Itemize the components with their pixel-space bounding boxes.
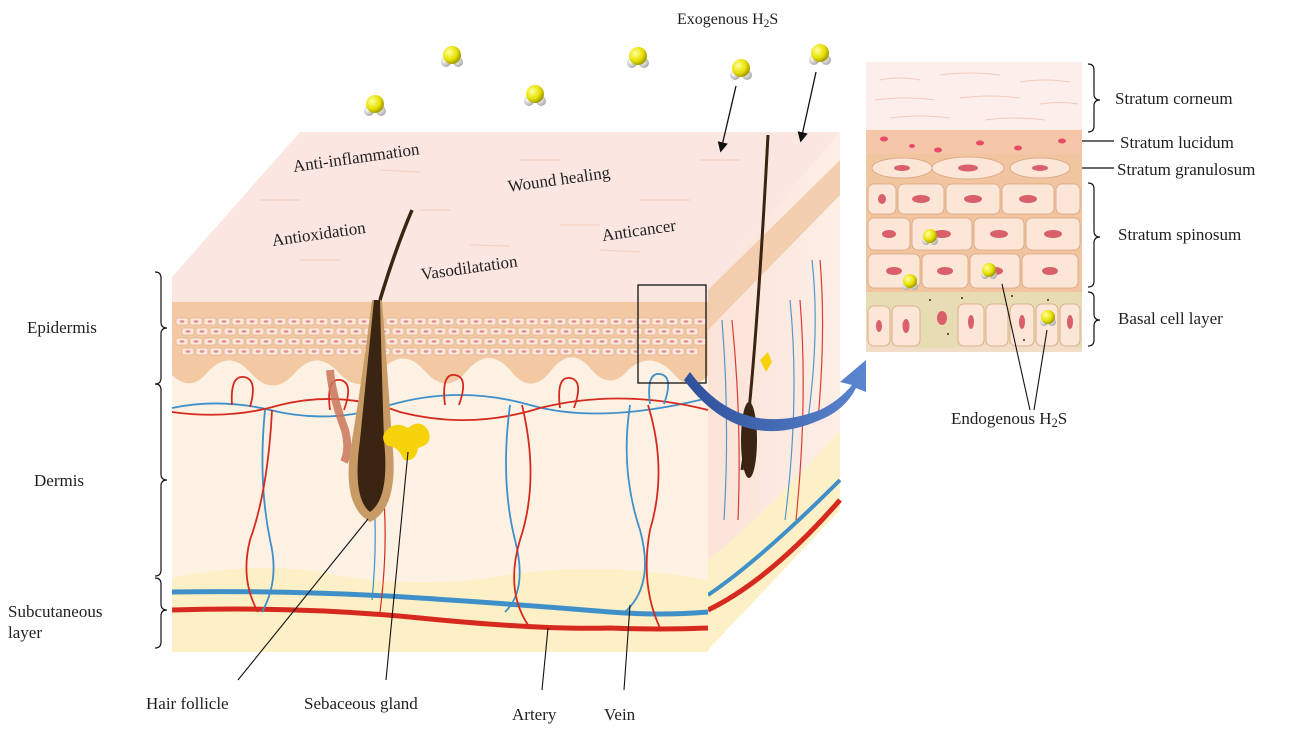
label-sebaceous-gland: Sebaceous gland [304,695,418,712]
inset-braces [1082,64,1114,346]
endogenous-h2s-label: Endogenous H2S [951,410,1067,429]
label-vein: Vein [604,706,635,723]
label-subcutaneous: Subcutaneous layer [8,601,102,644]
label-dermis: Dermis [34,472,84,489]
exogenous-h2s-label: Exogenous H2S [677,12,778,30]
layer-braces [155,272,167,648]
label-stratum-corneum: Stratum corneum [1115,90,1233,107]
label-epidermis: Epidermis [27,319,97,336]
label-basal-cell-layer: Basal cell layer [1118,310,1223,327]
label-artery: Artery [512,706,556,723]
label-stratum-granulosum: Stratum granulosum [1117,161,1255,178]
label-hair-follicle: Hair follicle [146,695,229,712]
label-stratum-lucidum: Stratum lucidum [1120,134,1234,151]
epidermis-inset [866,62,1082,352]
label-stratum-spinosum: Stratum spinosum [1118,226,1241,243]
